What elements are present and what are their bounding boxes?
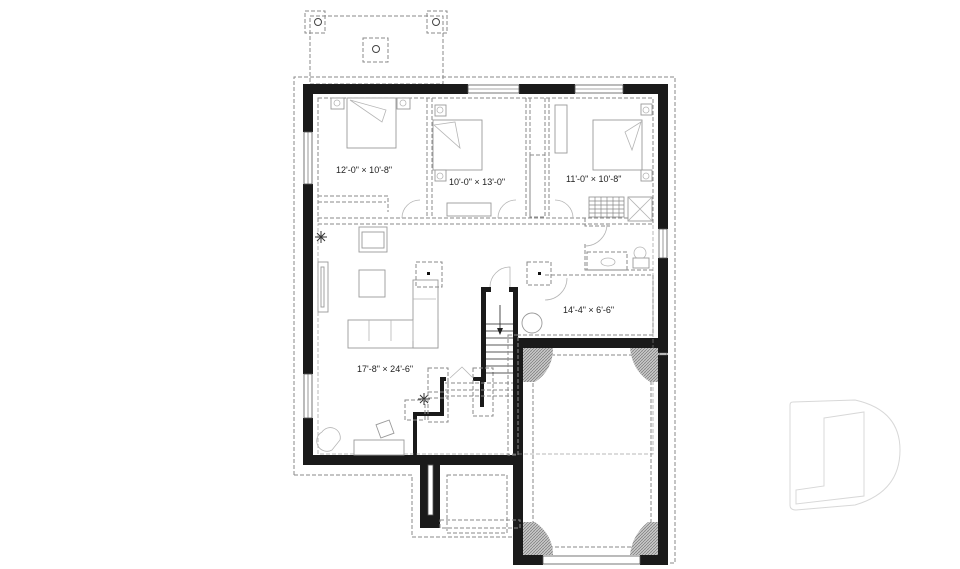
watermark-logo-icon: [789, 399, 901, 511]
bedroom-1: 12'-0" × 10'-8": [330, 97, 411, 175]
bedroom-1-dimensions: 12'-0" × 10'-8": [336, 165, 392, 175]
doors: [401, 199, 608, 301]
bedroom-3-dimensions: 11'-0" × 10'-8": [566, 174, 621, 184]
exterior-pads: [439, 474, 521, 534]
bedroom-2-dimensions: 10'-0" × 13'-0": [449, 177, 505, 187]
windows: [303, 84, 668, 565]
bedroom-2: 10'-0" × 13'-0": [432, 104, 505, 217]
deck-outline: [304, 10, 448, 85]
laundry-bath-dimensions: 14'-4" × 6'-6": [563, 305, 614, 315]
family-room: 17'-8" × 24'-6": [315, 226, 513, 456]
garage: [523, 348, 658, 555]
interior-partitions: [317, 97, 654, 455]
laundry-bath: 14'-4" × 6'-6": [521, 196, 653, 334]
stairs: [486, 305, 519, 456]
family-room-dimensions: 17'-8" × 24'-6": [357, 364, 413, 374]
bedroom-3: 11'-0" × 10'-8": [554, 103, 653, 184]
